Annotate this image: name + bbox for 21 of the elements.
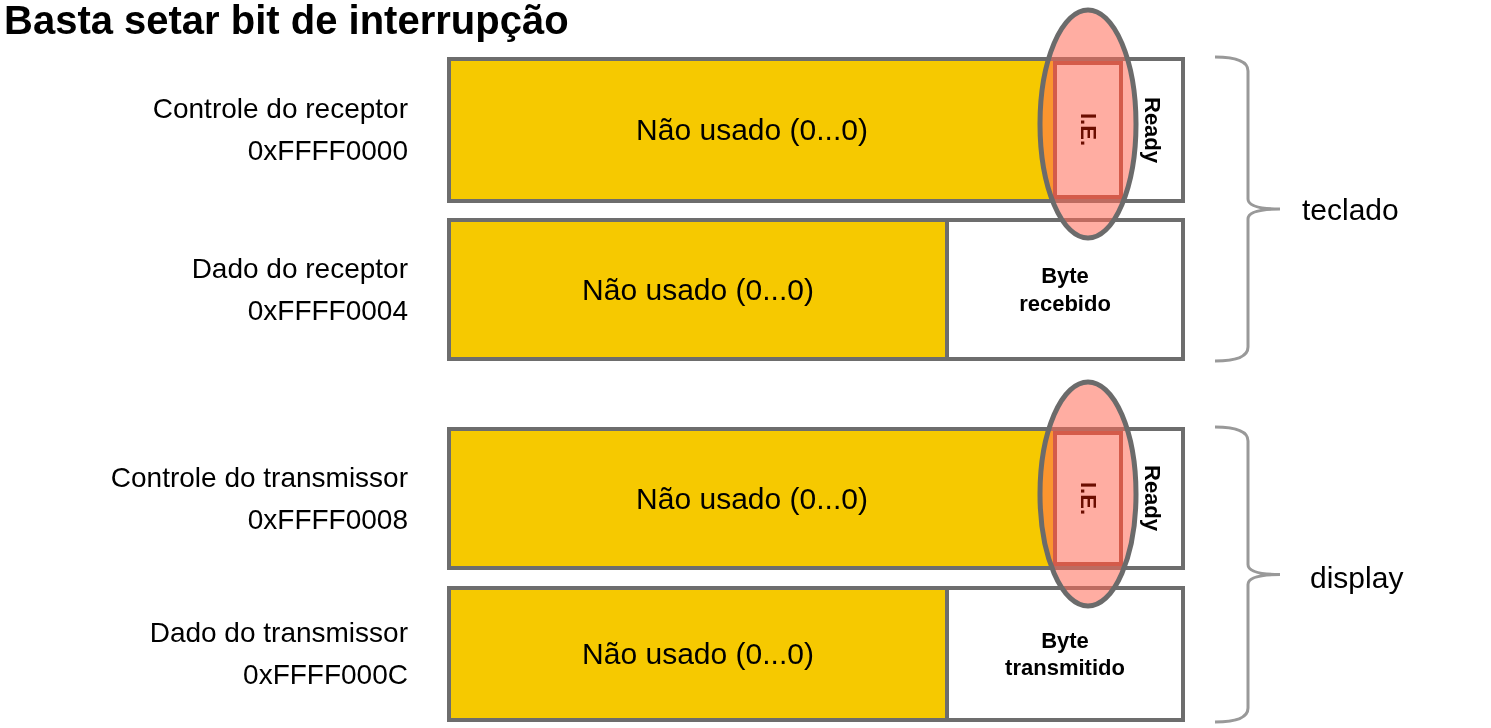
register-label: 0xFFFF0008	[247, 502, 408, 537]
register-label: 0xFFFF0004	[247, 293, 408, 328]
group-label: display	[1310, 563, 1404, 593]
group-label: teclado	[1302, 195, 1399, 225]
register-label: Controle do transmissor	[110, 460, 408, 495]
register-label: Dado do transmissor	[149, 616, 408, 650]
unused-field: Não usado (0...0)	[451, 431, 1053, 566]
unused-field: Não usado (0...0)	[451, 590, 945, 718]
register-label: Controle do receptor	[152, 92, 408, 126]
unused-field: Não usado (0...0)	[451, 61, 1053, 199]
interrupt-enable-field: I.E.	[1053, 61, 1123, 199]
register-label: 0xFFFF0000	[247, 134, 408, 168]
register-label: 0xFFFF000C	[243, 658, 408, 692]
register-label: Dado do receptor	[191, 251, 408, 286]
register-box	[447, 427, 1185, 570]
unused-field: Não usado (0...0)	[451, 222, 945, 357]
register-box	[447, 57, 1185, 203]
register-box	[447, 586, 1185, 722]
title: Basta setar bit de interrupção	[4, 0, 569, 40]
register-box	[447, 218, 1185, 361]
interrupt-enable-field: I.E.	[1053, 431, 1123, 566]
